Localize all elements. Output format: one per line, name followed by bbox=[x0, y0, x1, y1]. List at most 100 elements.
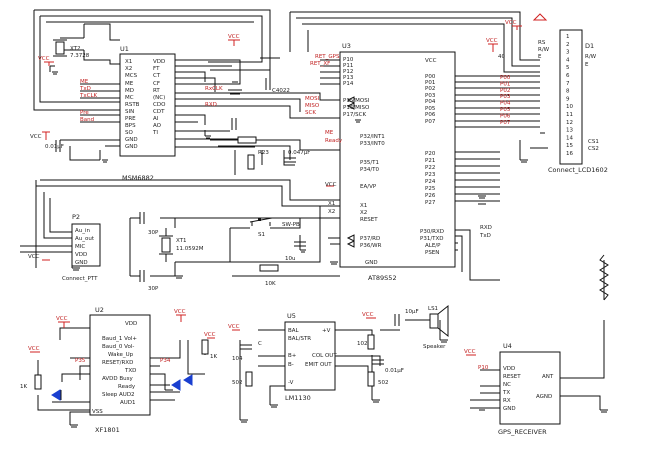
vcc-label-11: VCC bbox=[28, 346, 40, 352]
u5-pin-emitout: EMIT OUT bbox=[305, 362, 332, 368]
gps-module-u4 bbox=[499, 351, 561, 425]
u2-pin-ready: Ready bbox=[118, 384, 136, 390]
lcd-pin-12: 12 bbox=[566, 120, 573, 126]
lcd-net-p02: P02 bbox=[500, 88, 510, 94]
u3-pin-p00: P00 bbox=[425, 74, 436, 80]
antenna-coil bbox=[599, 254, 609, 301]
u3-pin-p24: P24 bbox=[425, 179, 436, 185]
net-txclk: TxCLK bbox=[79, 93, 98, 99]
u5-part: LM1130 bbox=[285, 394, 311, 402]
vcc-label-12: VCC bbox=[464, 349, 476, 355]
crystal-xt2 bbox=[53, 39, 67, 57]
u3-pin-t0: P34/T0 bbox=[360, 167, 380, 173]
ic-u1-mbm bbox=[119, 53, 176, 157]
d1-cs2: CS2 bbox=[588, 146, 599, 152]
res-102: 102 bbox=[357, 341, 368, 347]
u3-pin-p07: P07 bbox=[425, 119, 436, 125]
net-rw: R/W bbox=[538, 47, 550, 53]
u3-pin-p11: P11 bbox=[343, 63, 353, 69]
lcd-pin-4: 4 bbox=[566, 57, 570, 63]
u1-pin-vdd: VDD bbox=[153, 59, 165, 65]
net-x1: X1 bbox=[328, 201, 335, 207]
vcc-label-8: VCC bbox=[204, 332, 216, 338]
sw-pb-label: SW-PB bbox=[282, 222, 300, 228]
connector-p2 bbox=[71, 223, 101, 267]
u3-pin-rxd: P30/RXD bbox=[420, 229, 444, 235]
net-sck: SCK bbox=[305, 110, 316, 116]
net-rxd: RXD bbox=[205, 102, 217, 108]
u3-pin-p01: P01 bbox=[425, 80, 435, 86]
u5-ref: U5 bbox=[287, 312, 296, 320]
res-502-1: 502 bbox=[232, 380, 243, 386]
cap-c-u5: C bbox=[258, 341, 262, 347]
speaker-label: Speaker bbox=[423, 344, 446, 350]
u1-pin-pre: PRE bbox=[125, 116, 136, 122]
led-indicators bbox=[51, 374, 193, 401]
lcd-pin-13: 13 bbox=[566, 128, 573, 134]
u3-pin-p23: P23 bbox=[425, 172, 436, 178]
capacitors bbox=[55, 78, 400, 365]
lcd-pin-1: 1 bbox=[566, 34, 570, 40]
ground-symbols bbox=[52, 71, 608, 428]
lcd-pin-8: 8 bbox=[566, 89, 570, 95]
p2-pin-au-in: Au_in bbox=[75, 228, 91, 234]
net-p35: P35 bbox=[75, 358, 86, 364]
u4-pin-reset: RESET bbox=[503, 374, 521, 380]
u4-pin-tx: TX bbox=[502, 390, 510, 396]
p2-pin-mic: MIC bbox=[75, 244, 85, 250]
u3-pin-p26: P26 bbox=[425, 193, 436, 199]
u2-pin-sleep: Sleep AUD2 bbox=[102, 392, 135, 398]
speaker-ls1 bbox=[429, 304, 449, 338]
net-e: E bbox=[538, 54, 542, 60]
u3-pin-reset: RESET bbox=[360, 217, 378, 223]
xt1-ref: XT1 bbox=[176, 238, 187, 244]
res-r1-ref: R23 bbox=[258, 150, 269, 156]
cap-c1-value: 0.01μF bbox=[45, 144, 64, 150]
u1-pin-cdt: CDT bbox=[153, 109, 165, 115]
net-ret-xf: RET_XF bbox=[310, 61, 330, 67]
lcd-pin-14: 14 bbox=[566, 135, 573, 141]
u3-pin-p03: P03 bbox=[425, 93, 436, 99]
u2-pin-reset: RESET/RXD bbox=[102, 360, 133, 366]
u3-pin-txd: P31/TXD bbox=[420, 236, 444, 242]
lcd-connector-d1 bbox=[559, 29, 583, 165]
net-rs: RS bbox=[538, 40, 546, 46]
vcc-label-10: VCC bbox=[362, 312, 374, 318]
wire-network bbox=[20, 9, 605, 425]
net-txd-out: TxD bbox=[479, 233, 491, 239]
u3-pin-vcc: VCC bbox=[425, 58, 437, 64]
u3-pin-p20: P20 bbox=[425, 151, 436, 157]
cap-c3-value: 0.047μF bbox=[288, 150, 310, 156]
u3-pin-ale: ALE/P bbox=[425, 243, 441, 249]
cap-104-1: 104 bbox=[232, 356, 243, 362]
u5-pin-v: -V bbox=[288, 380, 294, 386]
u5-pin-vplus: +V bbox=[322, 328, 331, 334]
net-me: ME bbox=[80, 79, 89, 85]
u2-pin-txd: TXD bbox=[124, 368, 136, 374]
res-502-2: 502 bbox=[378, 380, 389, 386]
s1-ref: S1 bbox=[258, 232, 265, 238]
u1-pin-x2: X2 bbox=[125, 66, 132, 72]
res-1k-2: 1K bbox=[210, 354, 217, 360]
u2-pin-aud1: AUD1 bbox=[120, 400, 136, 406]
u1-pin-mc: MC bbox=[125, 95, 134, 101]
lcd-net-p07: P07 bbox=[500, 120, 511, 126]
crystal-xt1 bbox=[159, 228, 173, 262]
xt2-value: 7.3728 bbox=[70, 53, 90, 59]
net-ready: Ready bbox=[325, 138, 343, 144]
vcc-label-2: VCC bbox=[228, 34, 240, 40]
lcd-pin-6: 6 bbox=[566, 73, 570, 79]
cap-30p-1: 30P bbox=[148, 230, 159, 236]
u1-pin-so: SO bbox=[125, 130, 133, 136]
u4-pin-nc: NC bbox=[503, 382, 511, 388]
u1-pin-sin: SIN bbox=[125, 109, 134, 115]
u4-part: GPS_RECEIVER bbox=[498, 428, 547, 436]
u3-part: AT89S52 bbox=[368, 274, 397, 282]
vcc-label-4: VCC bbox=[505, 20, 517, 26]
u3-pin-p02: P02 bbox=[425, 86, 435, 92]
cap-0-01u: 0.01μF bbox=[385, 368, 404, 374]
cap-10u-spk: 10μF bbox=[405, 309, 419, 315]
